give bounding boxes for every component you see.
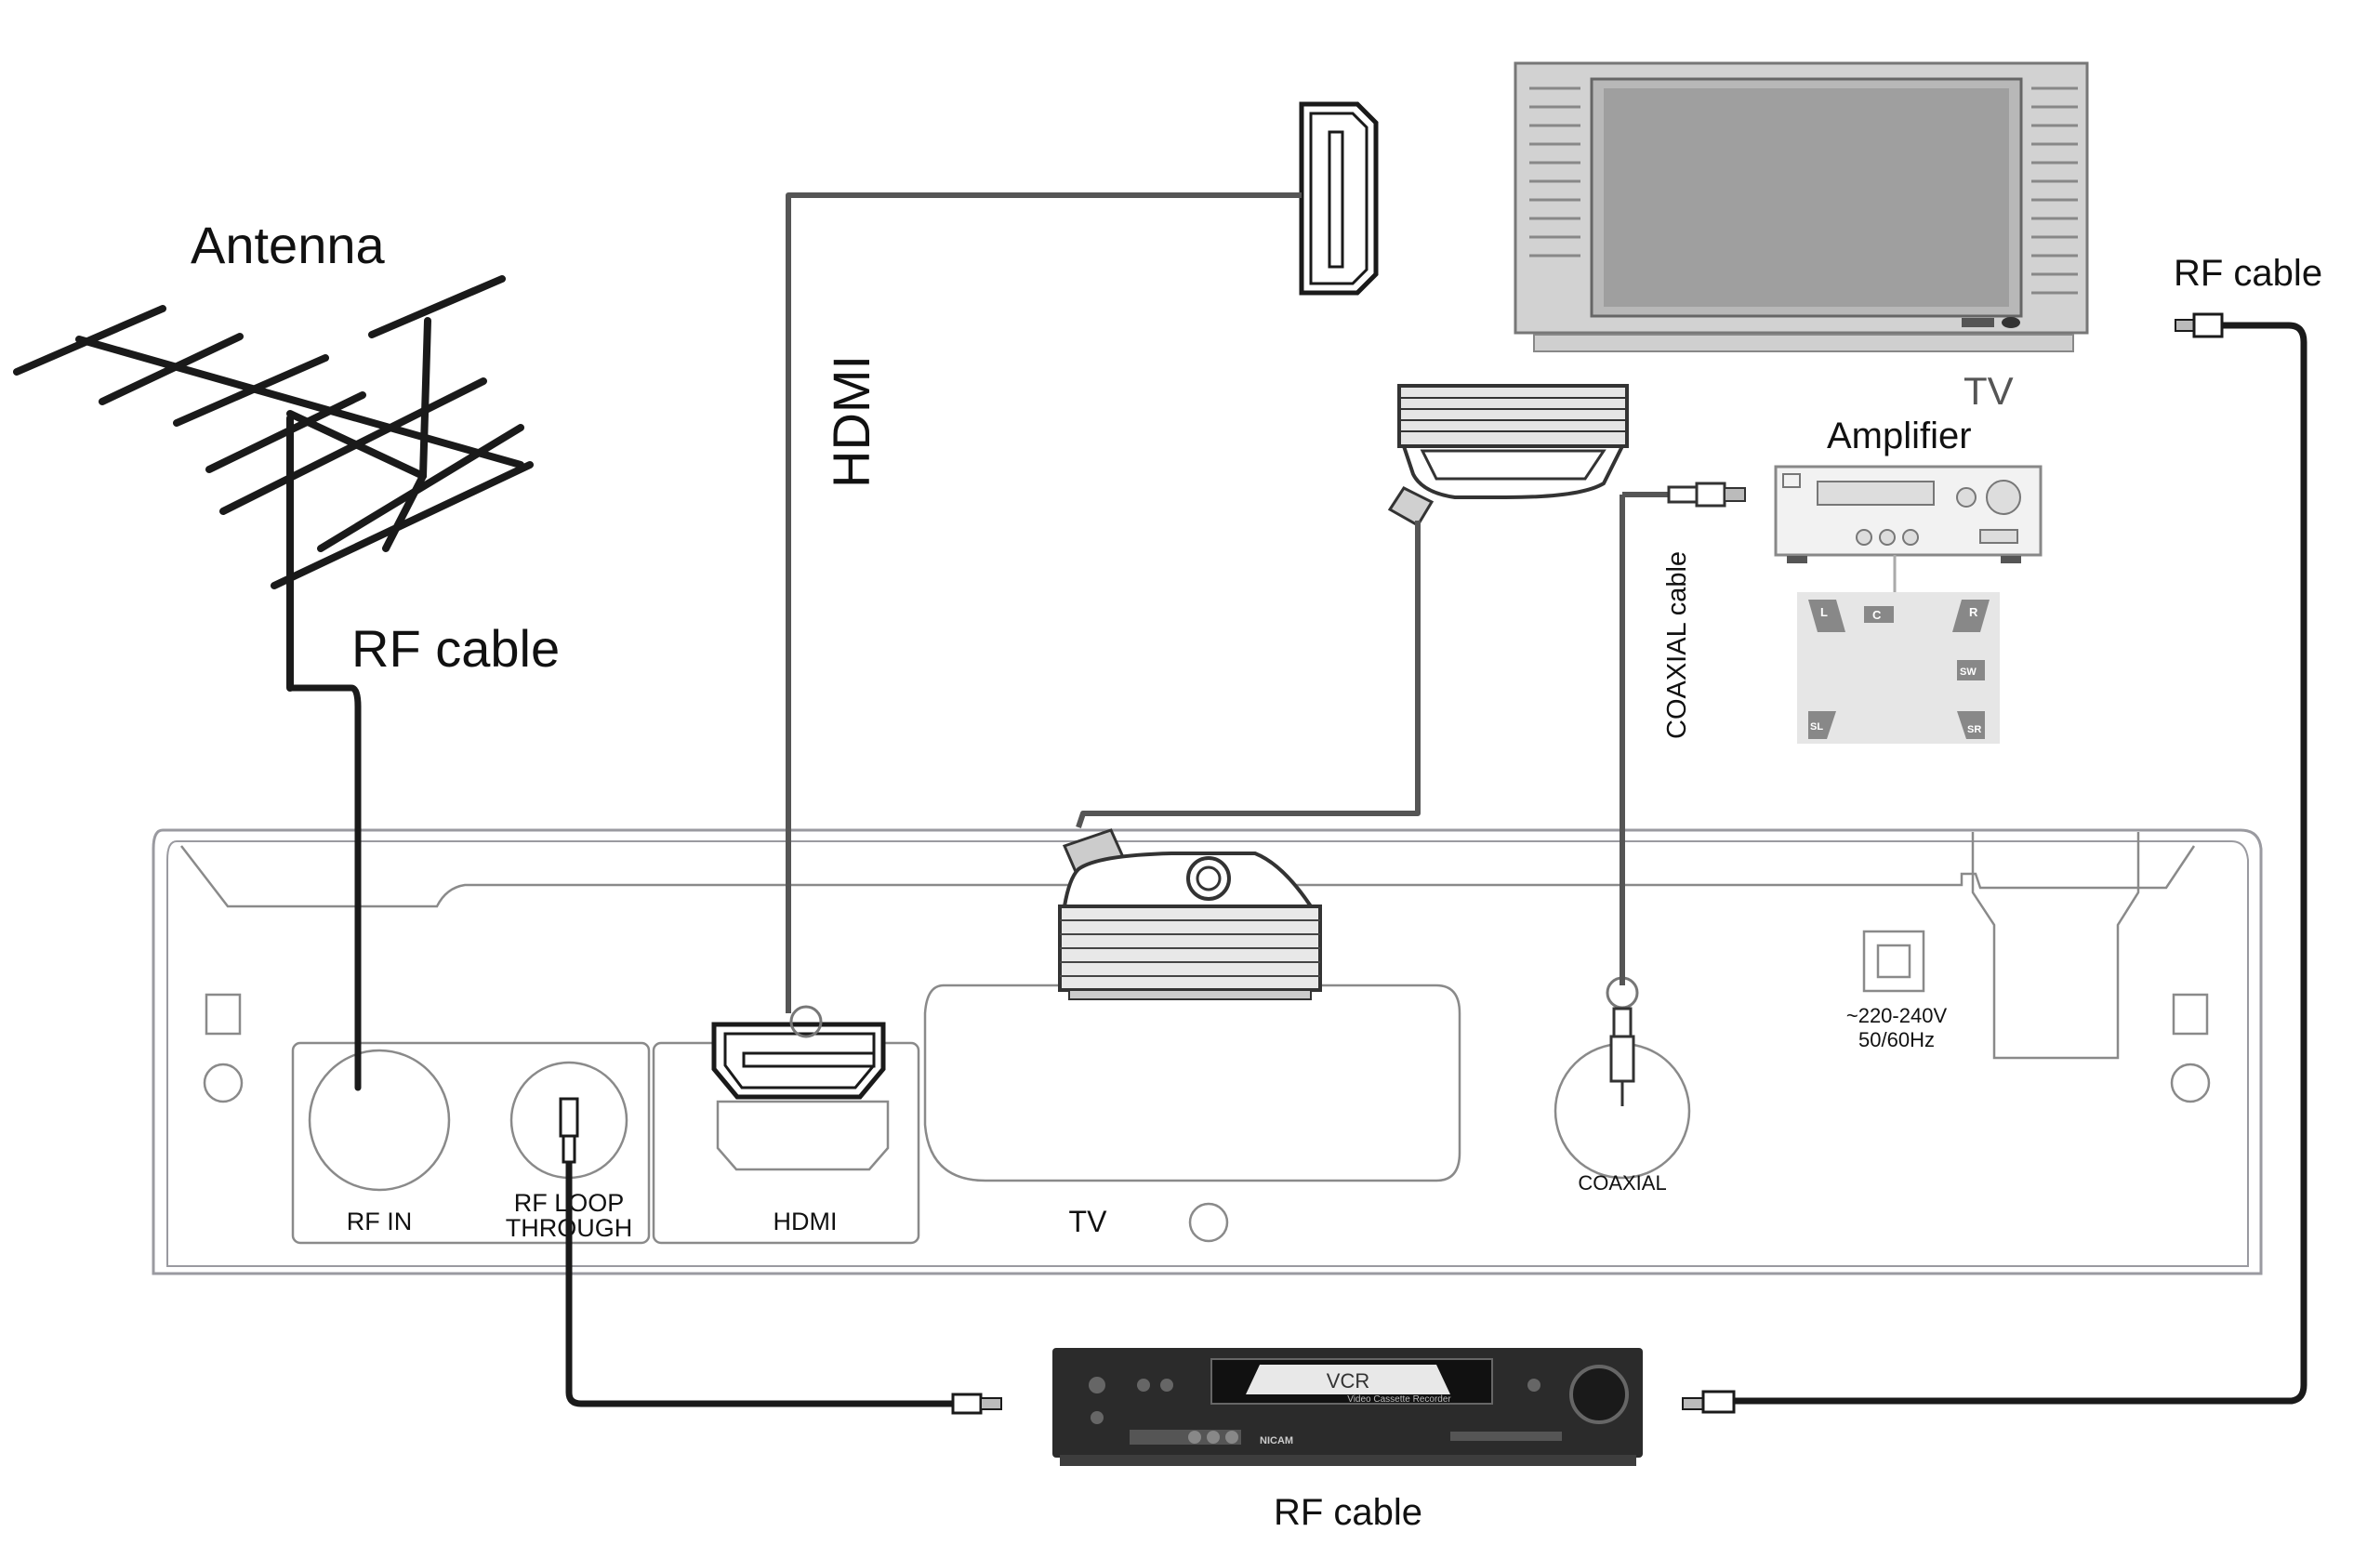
tv-scart-port[interactable] [923, 984, 1461, 1182]
hdmi-port[interactable] [716, 1100, 890, 1171]
svg-text:R: R [1969, 605, 1978, 619]
power-switch[interactable] [1862, 930, 1925, 993]
coaxial-cable-label: COAXIAL cable [1662, 551, 1692, 739]
rf-cable-vcr-to-tv [1730, 322, 2307, 1405]
speaker-right-icon: R [1952, 600, 1990, 632]
scart-cable [1076, 521, 1421, 828]
coaxial-plug-panel-icon [1606, 976, 1639, 1106]
svg-text:SR: SR [1967, 724, 1981, 735]
rf-in-label: RF IN [347, 1208, 413, 1235]
rf-ports-box [291, 1041, 651, 1245]
power-frequency-label: 50/60Hz [1858, 1028, 1935, 1051]
hdmi-cable-label: HDMI [822, 355, 880, 488]
rf-cable-loop-to-vcr [565, 1158, 957, 1407]
cables [286, 192, 2307, 1407]
coaxial-plug-icon [1622, 482, 1746, 508]
svg-text:C: C [1872, 608, 1882, 622]
svg-text:L: L [1820, 605, 1828, 619]
speaker-center-icon: C [1864, 606, 1894, 623]
tv-label: TV [1964, 369, 2014, 413]
speaker-surround-left-icon: SL [1808, 711, 1836, 739]
vcr-brand-label: NICAM [1260, 1435, 1293, 1446]
speaker-subwoofer-icon: SW [1957, 660, 1985, 680]
svg-text:SL: SL [1810, 721, 1823, 733]
antenna-label: Antenna [191, 216, 385, 274]
rf-cable-label-right: RF cable [2174, 253, 2322, 294]
speaker-surround-right-icon: SR [1957, 711, 1985, 739]
rf-cable-antenna [286, 684, 362, 1091]
svg-text:SW: SW [1960, 667, 1977, 678]
speaker-left-icon: L [1808, 600, 1845, 632]
scart-plug-panel-icon [1058, 828, 1322, 1000]
tv-icon [1514, 61, 2089, 352]
hdmi-port-label: HDMI [774, 1208, 838, 1235]
amplifier-label: Amplifier [1827, 416, 1972, 456]
amplifier-icon [1774, 465, 2043, 592]
vcr-icon: VCR Video Cassette Recorder NICAM [1052, 1348, 1643, 1466]
rf-cable-label-bottom: RF cable [1274, 1492, 1422, 1533]
rf-plug-vcr-right-icon [1682, 1390, 1736, 1414]
rf-in-port[interactable] [308, 1049, 451, 1192]
receiver-back-panel: RF IN RF LOOP THROUGH HDMI TV COAXIAL ~2… [152, 828, 2263, 1275]
antenna-icon [13, 275, 534, 692]
vcr-subtitle-label: Video Cassette Recorder [1347, 1394, 1451, 1405]
rf-plug-loop-icon [559, 1097, 579, 1164]
coaxial-port-label: COAXIAL [1578, 1171, 1666, 1195]
power-voltage-label: ~220-240V [1846, 1004, 1948, 1027]
hdmi-cable [786, 192, 1302, 1013]
speaker-layout: L C R SW SL SR [1797, 592, 2000, 744]
vcr-badge-label: VCR [1327, 1369, 1369, 1393]
rf-plug-vcr-left-icon [951, 1393, 1002, 1415]
hdmi-plug-panel-icon [711, 1005, 886, 1100]
hdmi-plug-icon [1299, 101, 1379, 296]
scart-plug-icon [1387, 384, 1629, 528]
rf-cable-label-left: RF cable [351, 619, 560, 678]
tv-port-label: TV [1069, 1205, 1108, 1238]
rf-plug-tv-icon [2175, 312, 2224, 338]
